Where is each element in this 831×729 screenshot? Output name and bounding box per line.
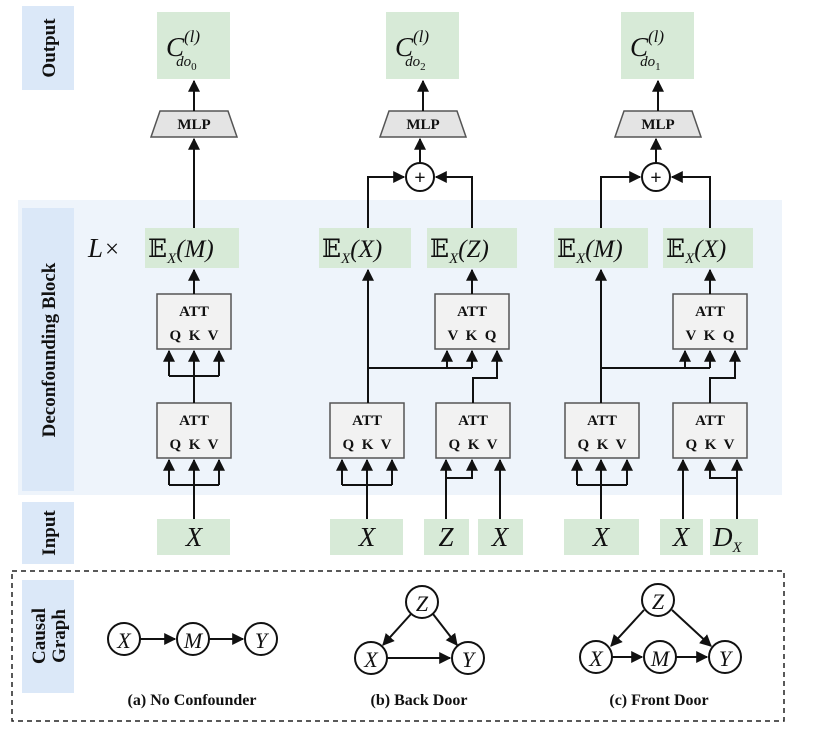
svg-text:X: X: [363, 647, 379, 672]
svg-text:𝔼X(X): 𝔼X(X): [666, 236, 726, 267]
output-box-b: C(l)do2: [386, 12, 459, 79]
svg-text:V K Q: V K Q: [448, 328, 497, 344]
input-box-b-X2: X: [478, 519, 523, 555]
svg-text:MLP: MLP: [641, 117, 674, 133]
mlp-a: MLP: [149, 110, 239, 138]
caption-a: (a) No Confounder: [128, 692, 257, 709]
side-label-output: Output: [22, 6, 74, 90]
output-formula-c: C(l)do1: [630, 27, 664, 73]
exp-box-c-X: 𝔼X(X): [663, 228, 753, 268]
caption-c: (c) Front Door: [609, 692, 708, 709]
att-block-c-upper: ATT V K Q: [672, 293, 748, 350]
repeat-label: L×: [87, 233, 119, 263]
svg-text:𝔼X(M): 𝔼X(M): [557, 236, 623, 267]
svg-text:𝔼X(M): 𝔼X(M): [148, 236, 214, 267]
input-box-b-X: X: [330, 519, 403, 555]
exp-box-c-M: 𝔼X(M): [554, 228, 648, 268]
svg-text:Z: Z: [438, 522, 454, 552]
svg-text:ATT: ATT: [458, 413, 488, 429]
causal-graph-frame: [11, 570, 785, 722]
svg-text:Y: Y: [462, 647, 477, 672]
att-block-a-upper: ATT Q K V: [156, 293, 232, 350]
input-box-c-DX: DX: [710, 519, 758, 556]
svg-text:X: X: [358, 522, 377, 552]
att-block-c-lower-right: ATT Q K V: [672, 402, 748, 459]
side-label-input: Input: [22, 502, 74, 564]
graph-a: X M Y: [107, 622, 278, 656]
output-label: Output: [39, 18, 60, 78]
svg-text:Q K V: Q K V: [449, 437, 498, 453]
causal-label-line1: Causal: [29, 608, 50, 664]
svg-text:X: X: [491, 522, 510, 552]
graph-b: Z X Y: [354, 585, 485, 675]
svg-text:X: X: [185, 522, 204, 552]
input-box-c-X: X: [564, 519, 639, 555]
svg-text:ATT: ATT: [457, 304, 487, 320]
graph-c: Z X M Y: [579, 583, 742, 674]
svg-text:+: +: [414, 167, 425, 189]
input-box-b-Z: Z: [424, 519, 469, 555]
svg-text:ATT: ATT: [352, 413, 382, 429]
svg-text:X: X: [672, 522, 691, 552]
svg-text:Q K V: Q K V: [170, 437, 219, 453]
mlp-b: MLP: [378, 110, 468, 138]
att-block-c-lower-left: ATT Q K V: [564, 402, 640, 459]
att-block-b-lower-right: ATT Q K V: [435, 402, 511, 459]
svg-text:ATT: ATT: [587, 413, 617, 429]
svg-text:Y: Y: [255, 628, 270, 653]
side-label-causal: Causal Graph: [22, 580, 74, 693]
svg-text:+: +: [650, 167, 661, 189]
svg-text:DX: DX: [712, 522, 743, 556]
output-box-a: C(l)do0: [157, 12, 230, 79]
sum-node-c: +: [641, 162, 671, 192]
svg-text:Q K V: Q K V: [170, 328, 219, 344]
side-label-block: Deconfounding Block: [22, 208, 74, 491]
svg-text:M: M: [650, 646, 671, 671]
svg-text:MLP: MLP: [177, 117, 210, 133]
output-formula-b: C(l)do2: [395, 27, 429, 73]
svg-text:X: X: [116, 628, 132, 653]
svg-text:X: X: [588, 646, 604, 671]
svg-text:Q K V: Q K V: [578, 437, 627, 453]
svg-text:ATT: ATT: [179, 304, 209, 320]
input-box-c-X2: X: [660, 519, 703, 555]
exp-box-a-M: 𝔼X(M): [145, 228, 239, 268]
svg-text:𝔼X(X): 𝔼X(X): [322, 236, 382, 267]
caption-b: (b) Back Door: [371, 692, 468, 709]
svg-text:Q K V: Q K V: [686, 437, 735, 453]
svg-text:V K Q: V K Q: [686, 328, 735, 344]
svg-text:Y: Y: [719, 646, 734, 671]
svg-text:MLP: MLP: [406, 117, 439, 133]
deconfounding-block-label: Deconfounding Block: [39, 262, 60, 437]
att-block-b-lower-left: ATT Q K V: [329, 402, 405, 459]
input-label: Input: [39, 510, 60, 556]
att-block-a-lower: ATT Q K V: [156, 402, 232, 459]
mlp-c: MLP: [613, 110, 703, 138]
svg-text:M: M: [183, 628, 204, 653]
svg-text:Z: Z: [416, 591, 429, 616]
svg-text:𝔼X(Z): 𝔼X(Z): [430, 236, 489, 267]
output-box-c: C(l)do1: [621, 12, 694, 79]
output-formula-a: C(l)do0: [166, 27, 200, 73]
svg-text:ATT: ATT: [179, 413, 209, 429]
att-block-b-upper: ATT V K Q: [434, 293, 510, 350]
exp-box-b-X: 𝔼X(X): [319, 228, 411, 268]
causal-label-line2: Graph: [49, 609, 70, 663]
input-box-a-X: X: [157, 519, 230, 555]
svg-text:Z: Z: [652, 589, 665, 614]
svg-text:X: X: [592, 522, 611, 552]
svg-text:ATT: ATT: [695, 304, 725, 320]
sum-node-b: +: [405, 162, 435, 192]
svg-text:ATT: ATT: [695, 413, 725, 429]
exp-box-b-Z: 𝔼X(Z): [427, 228, 517, 268]
svg-text:Q K V: Q K V: [343, 437, 392, 453]
